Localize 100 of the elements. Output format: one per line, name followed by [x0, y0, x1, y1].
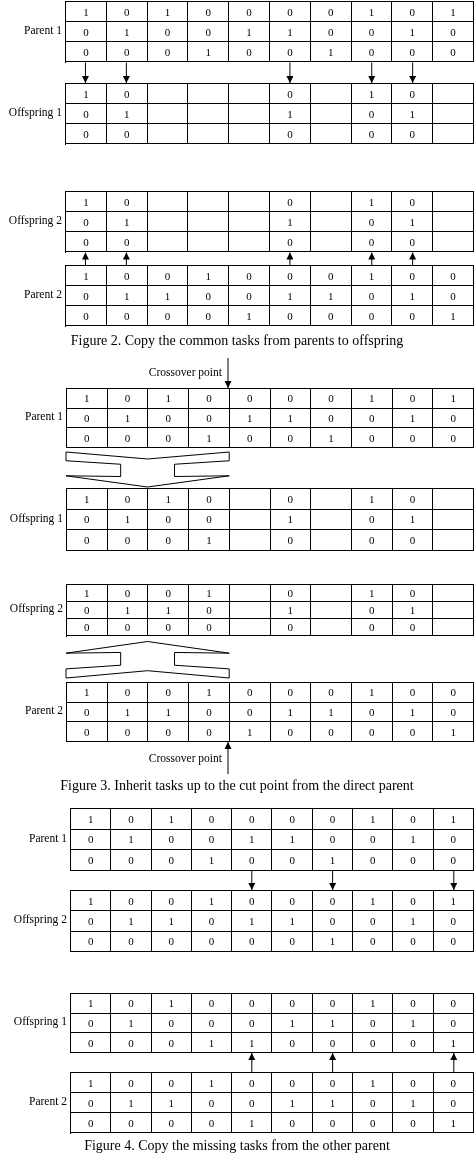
- matrix-cell: 0: [393, 809, 434, 830]
- matrix-cell: 0: [433, 683, 474, 703]
- matrix-cell: 0: [392, 389, 434, 409]
- matrix-cell: 0: [189, 489, 230, 510]
- matrix-cell: 0: [353, 1113, 394, 1134]
- figure-caption: Figure 4. Copy the missing tasks from the other parent: [83, 1138, 391, 1154]
- matrix-cell: 0: [107, 489, 149, 510]
- matrix-cell: 0: [107, 619, 149, 637]
- matrix-cell: 1: [272, 1093, 313, 1114]
- matrix-cell: 1: [148, 489, 190, 510]
- row-label: Parent 1: [24, 23, 62, 36]
- matrix-cell: 0: [191, 931, 233, 953]
- matrix-cell: 0: [229, 2, 270, 23]
- matrix-cell: 0: [106, 84, 148, 105]
- matrix-cell: 1: [107, 408, 149, 429]
- matrix-cell: 0: [66, 232, 107, 253]
- arrow: [224, 357, 232, 389]
- matrix-cell: 1: [353, 891, 394, 912]
- matrix-cell: 0: [148, 585, 190, 603]
- matrix-cell: 0: [311, 389, 352, 409]
- matrix-cell: 1: [67, 585, 108, 603]
- matrix-cell: 1: [148, 389, 190, 409]
- matrix-cell: 0: [147, 22, 189, 43]
- matrix-cell: 0: [270, 232, 311, 253]
- matrix-cell: 0: [270, 389, 312, 409]
- matrix-cell: 1: [270, 104, 311, 125]
- matrix-cell: 0: [310, 266, 352, 287]
- matrix-cell: 0: [270, 2, 311, 23]
- matrix-cell: 0: [148, 509, 190, 531]
- matrix-cell: 0: [67, 619, 108, 637]
- matrix-cell: 0: [71, 1113, 112, 1134]
- matrix-cell: 0: [107, 428, 149, 448]
- matrix-cell: 0: [191, 994, 233, 1014]
- matrix-cell: 0: [351, 530, 393, 551]
- matrix-cell: 0: [107, 722, 149, 742]
- matrix-cell: 1: [191, 1033, 233, 1053]
- matrix-cell: 1: [151, 994, 192, 1014]
- matrix-cell: 0: [353, 931, 394, 953]
- matrix-cell: 0: [106, 232, 148, 253]
- matrix-cell: 0: [351, 232, 393, 253]
- matrix-cell: 0: [147, 42, 189, 63]
- matrix-cell: 0: [270, 84, 311, 105]
- matrix-cell: 0: [111, 1113, 152, 1134]
- arrow: [122, 252, 130, 266]
- matrix-cell: 0: [151, 1073, 192, 1094]
- matrix-cell: 1: [107, 509, 149, 531]
- arrow: [224, 741, 232, 775]
- matrix-cell: 1: [67, 389, 108, 409]
- matrix-cell: 0: [148, 722, 190, 742]
- matrix-cell: 1: [71, 1073, 112, 1094]
- matrix-cell: 1: [189, 428, 230, 448]
- matrix-cell: 0: [351, 702, 393, 723]
- matrix-cell: 0: [111, 1073, 152, 1094]
- matrix-cell: 1: [351, 2, 393, 23]
- matrix-cell: 1: [351, 489, 393, 510]
- matrix-cell: 0: [312, 829, 354, 851]
- matrix-cell: 0: [191, 1093, 233, 1114]
- matrix-cell: 1: [272, 829, 313, 851]
- matrix-cell: 0: [393, 931, 434, 953]
- matrix-cell: 0: [67, 530, 108, 551]
- arrow: [329, 1052, 337, 1073]
- matrix-cell: 0: [71, 850, 112, 871]
- matrix-cell: 0: [392, 306, 434, 327]
- matrix-cell: 1: [147, 2, 189, 23]
- matrix-cell: 0: [106, 192, 148, 213]
- matrix-cell: 0: [272, 891, 313, 912]
- matrix-cell: 0: [392, 428, 434, 448]
- matrix-cell: 1: [191, 1073, 233, 1094]
- matrix-cell: 0: [433, 1093, 474, 1114]
- matrix-cell: 0: [393, 1113, 434, 1134]
- matrix-cell: 0: [433, 994, 474, 1014]
- matrix-cell: 0: [111, 809, 152, 830]
- arrow: [122, 62, 130, 84]
- matrix-cell: 0: [353, 1033, 394, 1053]
- matrix-cell: 1: [66, 84, 107, 105]
- matrix-cell: 0: [66, 124, 107, 145]
- matrix-cell: 0: [310, 2, 352, 23]
- matrix-cell: 0: [189, 509, 230, 531]
- matrix-cell: 0: [312, 809, 354, 830]
- matrix-cell: 0: [312, 1113, 354, 1134]
- matrix-cell: 1: [270, 702, 312, 723]
- matrix-cell: 1: [433, 809, 474, 830]
- matrix-cell: 1: [393, 1013, 434, 1034]
- matrix-cell: 1: [270, 286, 311, 307]
- matrix-cell: 0: [270, 683, 312, 703]
- matrix-cell: 0: [229, 683, 271, 703]
- row-label: Parent 2: [24, 287, 62, 300]
- matrix-cell: 1: [111, 1093, 152, 1114]
- matrix-cell: 0: [272, 994, 313, 1014]
- matrix-cell: 0: [353, 1093, 394, 1114]
- matrix-cell: 1: [433, 389, 474, 409]
- matrix-cell: 1: [232, 1033, 273, 1053]
- row-label: Parent 2: [25, 704, 63, 716]
- matrix-cell: 0: [71, 1033, 112, 1053]
- matrix-cell: 1: [433, 306, 474, 327]
- arrow: [329, 870, 337, 891]
- matrix-cell: 0: [272, 1033, 313, 1053]
- matrix-cell: 0: [151, 1033, 192, 1053]
- crossover-label: Crossover point: [130, 752, 222, 764]
- matrix-cell: 1: [71, 809, 112, 830]
